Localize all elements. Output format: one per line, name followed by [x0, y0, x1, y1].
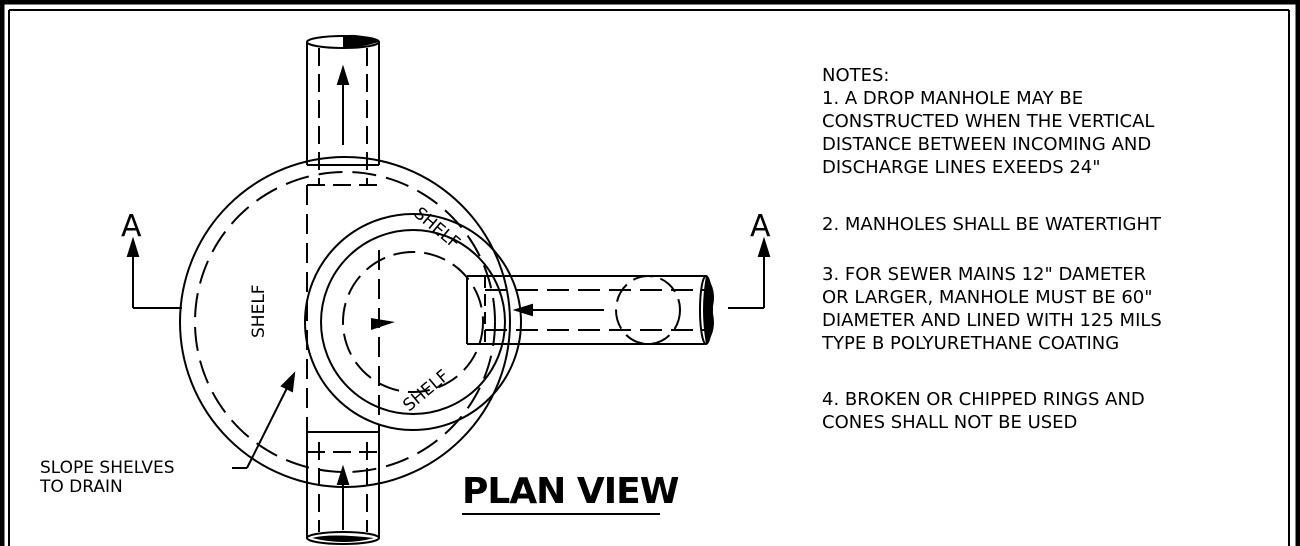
note-line: DISCHARGE LINES EXEEDS 24" [822, 157, 1101, 178]
note-line: OR LARGER, MANHOLE MUST BE 60" [822, 287, 1153, 308]
drop-pipe-hidden [306, 185, 380, 432]
top-pipe-break [343, 34, 379, 48]
section-label-left: A [121, 209, 142, 244]
shelf-label-upper: SHELF [410, 204, 464, 254]
drop-inlet-icon [371, 318, 395, 330]
manhole-outline [179, 156, 511, 488]
bottom-pipe [306, 431, 380, 545]
note-line: CONSTRUCTED WHEN THE VERTICAL [822, 111, 1154, 132]
note-line: 2. MANHOLES SHALL BE WATERTIGHT [822, 214, 1162, 235]
notes-block: NOTES: 1. A DROP MANHOLE MAY BE CONSTRUC… [821, 65, 1162, 433]
right-pipe-break [703, 276, 714, 344]
notes-heading: NOTES: [822, 65, 890, 86]
shelf-label-left: SHELF [249, 284, 269, 338]
section-label-right: A [750, 209, 771, 244]
right-pipe [466, 275, 713, 345]
page-title: PLAN VIEW [462, 471, 679, 512]
section-cut-right [728, 236, 771, 309]
note-line: 3. FOR SEWER MAINS 12" DAMETER [822, 264, 1146, 285]
callout-line-2: TO DRAIN [39, 477, 123, 497]
note-line: CONES SHALL NOT BE USED [822, 412, 1077, 433]
note-line: DISTANCE BETWEEN INCOMING AND [822, 134, 1151, 155]
note-line: 1. A DROP MANHOLE MAY BE [822, 88, 1083, 109]
bottom-pipe-break [312, 535, 374, 542]
callout-line-1: SLOPE SHELVES [40, 458, 175, 478]
note-line: DIAMETER AND LINED WITH 125 MILS [822, 310, 1162, 331]
flow-arrows [336, 64, 604, 530]
drop-channel [304, 213, 522, 431]
section-cut-left [126, 236, 182, 309]
callout-leader [232, 371, 296, 469]
note-line: TYPE B POLYURETHANE COATING [821, 333, 1119, 354]
note-line: 4. BROKEN OR CHIPPED RINGS AND [822, 389, 1145, 410]
